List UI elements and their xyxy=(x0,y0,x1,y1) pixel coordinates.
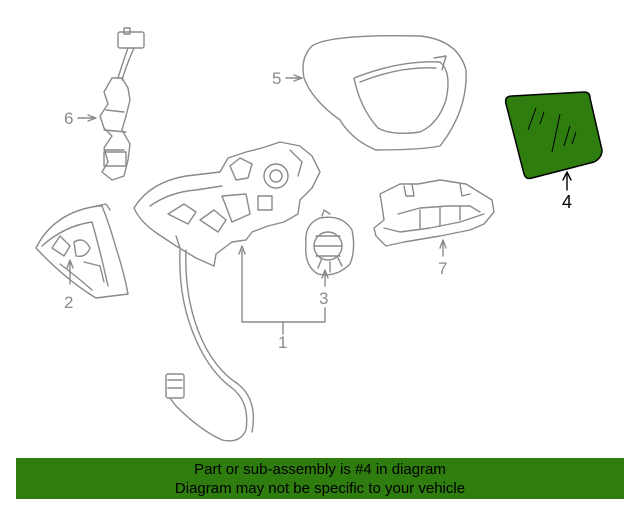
part-1-leader xyxy=(238,245,326,335)
callout-4: 4 xyxy=(562,192,573,212)
info-banner: Part or sub-assembly is #4 in diagram Di… xyxy=(16,458,624,499)
part-2-housing xyxy=(35,203,129,299)
part-7-base xyxy=(373,179,495,247)
part-4-mirror-glass xyxy=(504,91,603,180)
callout-7: 7 xyxy=(438,259,448,278)
callout-6: 6 xyxy=(64,109,74,128)
part-5-cover xyxy=(302,35,467,151)
part-3-motor xyxy=(305,209,355,276)
callout-leaders xyxy=(66,74,447,287)
callout-5: 5 xyxy=(272,69,282,88)
part-1-mirror-body xyxy=(133,141,321,442)
banner-line-2: Diagram may not be specific to your vehi… xyxy=(174,480,466,497)
callout-2: 2 xyxy=(64,293,74,312)
parts-diagram xyxy=(35,27,603,442)
callout-1: 1 xyxy=(278,333,288,352)
part-6-harness xyxy=(99,27,145,181)
part-4-leader xyxy=(562,171,572,191)
banner-line-1: Part or sub-assembly is #4 in diagram xyxy=(194,461,446,478)
callout-3: 3 xyxy=(319,289,329,308)
